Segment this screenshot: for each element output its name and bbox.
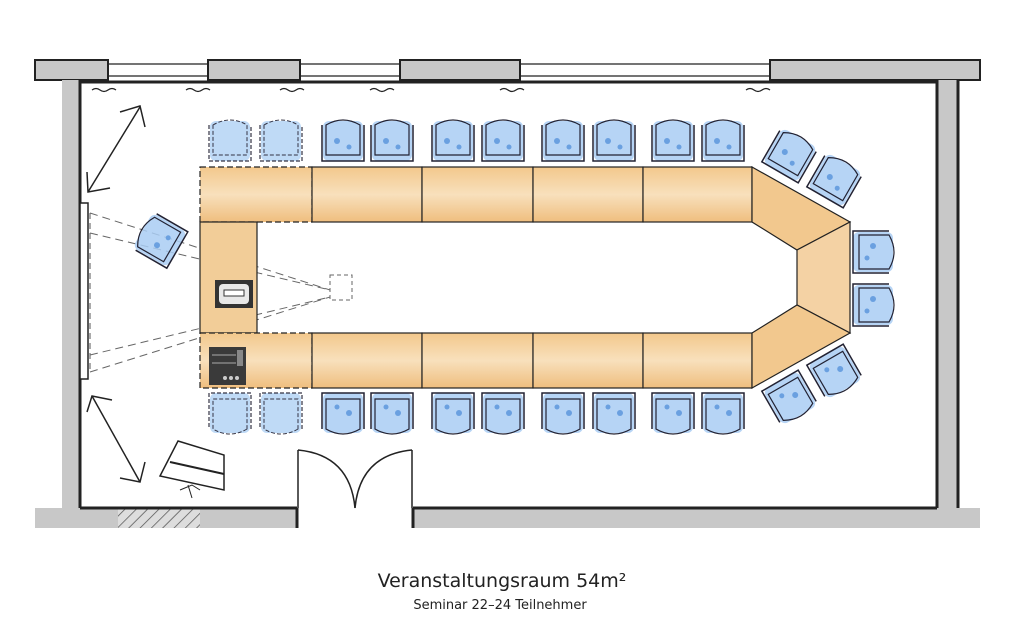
double-door	[297, 449, 413, 509]
walls	[34, 59, 981, 528]
flipchart-icon	[158, 440, 225, 499]
chairs-bottom	[208, 392, 745, 435]
windows	[108, 63, 770, 77]
conference-table	[199, 165, 852, 390]
circulation-arrows	[86, 105, 146, 483]
speaker-chair	[130, 210, 189, 269]
projector-icon	[215, 280, 253, 308]
room-subtitle: Seminar 22–24 Teilnehmer	[413, 598, 587, 613]
room-title: Veranstaltungsraum 54m²	[377, 570, 627, 592]
radiator-symbols	[91, 87, 771, 93]
media-cabinet-icon	[209, 347, 246, 385]
chairs-top	[208, 119, 745, 162]
